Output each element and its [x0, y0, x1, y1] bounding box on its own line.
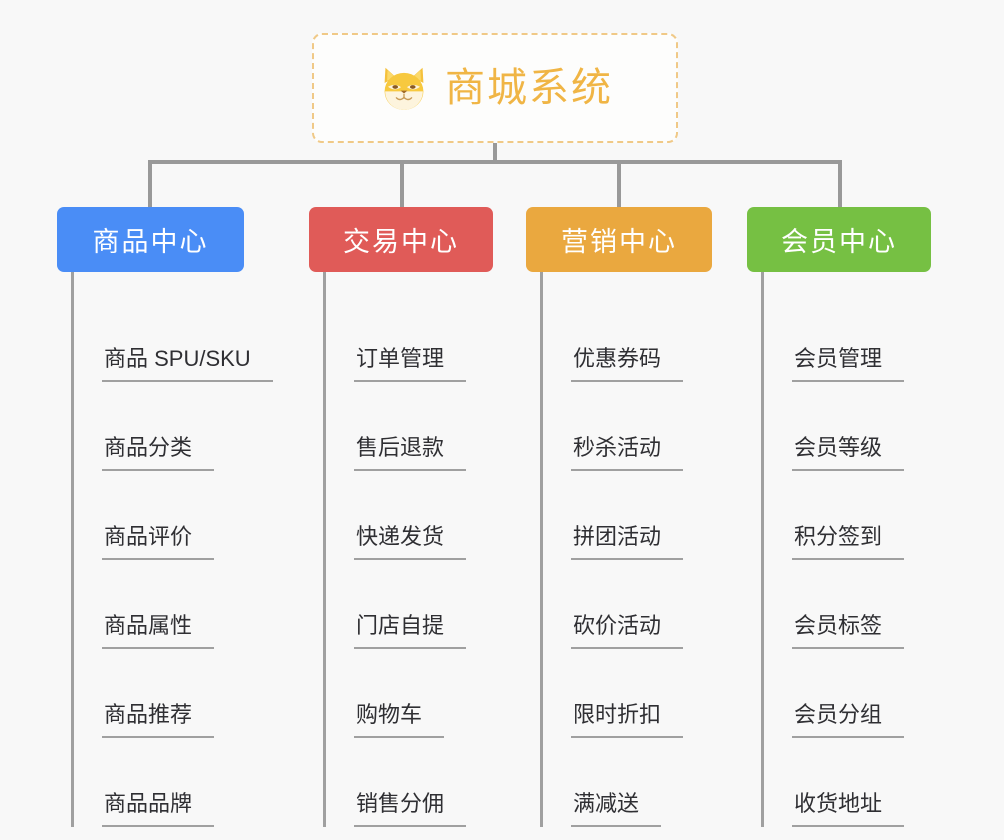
leaf-label: 限时折扣	[571, 700, 684, 738]
category-label-1: 商品中心	[92, 227, 209, 257]
connector-drop-1	[148, 160, 152, 207]
category-header-4[interactable]: 会员中心	[747, 207, 931, 272]
leaf-label: 商品品牌	[102, 789, 215, 827]
shiba-dog-face-icon	[384, 67, 424, 110]
leaf-label: 商品推荐	[102, 700, 215, 738]
leaf-label: 订单管理	[354, 344, 467, 382]
leaf-item[interactable]: 商品推荐	[74, 649, 244, 738]
branch-trunk-1: 商品 SPU/SKU 商品分类 商品评价 商品属性 商品推荐 商品品牌	[71, 272, 273, 827]
connector-drop-2	[400, 160, 404, 207]
leaf-item[interactable]: 门店自提	[326, 560, 493, 649]
leaf-item[interactable]: 商品属性	[74, 560, 244, 649]
leaf-label: 商品属性	[102, 611, 215, 649]
leaf-item[interactable]: 限时折扣	[543, 649, 712, 738]
leaf-item[interactable]: 商品品牌	[74, 738, 244, 827]
leaf-item[interactable]: 砍价活动	[543, 560, 712, 649]
leaf-item[interactable]: 会员标签	[764, 560, 931, 649]
category-label-2: 交易中心	[343, 227, 459, 257]
leaf-item[interactable]: 积分签到	[764, 471, 931, 560]
leaf-label: 购物车	[354, 700, 445, 738]
root-title: 商城系统	[445, 66, 613, 110]
leaf-item[interactable]: 销售分佣	[326, 738, 493, 827]
leaf-label: 门店自提	[354, 611, 467, 649]
branch-column-4: 会员中心 会员管理 会员等级 积分签到 会员标签 会员分组 收货地址	[747, 207, 931, 827]
leaf-label: 秒杀活动	[571, 433, 684, 471]
connector-bus-bar	[148, 160, 842, 164]
branch-column-2: 交易中心 订单管理 售后退款 快递发货 门店自提 购物车 销售分佣	[309, 207, 493, 827]
leaf-label: 商品分类	[102, 433, 215, 471]
connector-drop-3	[617, 160, 621, 207]
branch-trunk-3: 优惠券码 秒杀活动 拼团活动 砍价活动 限时折扣 满减送	[540, 272, 712, 827]
leaf-item[interactable]: 会员分组	[764, 649, 931, 738]
category-header-3[interactable]: 营销中心	[526, 207, 712, 272]
leaf-label: 销售分佣	[354, 789, 467, 827]
leaf-label: 会员管理	[792, 344, 905, 382]
leaf-item[interactable]: 商品评价	[74, 471, 244, 560]
leaf-item[interactable]: 优惠券码	[543, 293, 712, 382]
leaf-item[interactable]: 拼团活动	[543, 471, 712, 560]
leaf-item[interactable]: 收货地址	[764, 738, 931, 827]
leaf-label: 满减送	[571, 789, 662, 827]
leaf-label: 拼团活动	[571, 522, 684, 560]
leaf-label: 商品评价	[102, 522, 215, 560]
branch-trunk-2: 订单管理 售后退款 快递发货 门店自提 购物车 销售分佣	[323, 272, 493, 827]
category-header-2[interactable]: 交易中心	[309, 207, 493, 272]
leaf-item[interactable]: 商品 SPU/SKU	[74, 293, 273, 382]
leaf-label: 积分签到	[792, 522, 905, 560]
leaf-item[interactable]: 售后退款	[326, 382, 493, 471]
leaf-label: 快递发货	[354, 522, 467, 560]
leaf-label: 砍价活动	[571, 611, 684, 649]
category-label-4: 会员中心	[781, 227, 897, 257]
category-label-3: 营销中心	[561, 227, 677, 257]
branch-column-3: 营销中心 优惠券码 秒杀活动 拼团活动 砍价活动 限时折扣 满减送	[526, 207, 712, 827]
leaf-item[interactable]: 购物车	[326, 649, 493, 738]
category-header-1[interactable]: 商品中心	[57, 207, 244, 272]
connector-drop-4	[838, 160, 842, 207]
leaf-item[interactable]: 商品分类	[74, 382, 244, 471]
branch-column-1: 商品中心 商品 SPU/SKU 商品分类 商品评价 商品属性 商品推荐 商品品牌	[57, 207, 273, 827]
connector-root-stem	[493, 143, 497, 164]
leaf-item[interactable]: 秒杀活动	[543, 382, 712, 471]
leaf-label: 优惠券码	[571, 344, 684, 382]
leaf-label: 会员等级	[792, 433, 905, 471]
leaf-label: 会员标签	[792, 611, 905, 649]
branch-trunk-4: 会员管理 会员等级 积分签到 会员标签 会员分组 收货地址	[761, 272, 931, 827]
root-node[interactable]: 商城系统	[312, 33, 678, 143]
leaf-label: 商品 SPU/SKU	[102, 344, 273, 382]
leaf-item[interactable]: 订单管理	[326, 293, 493, 382]
leaf-item[interactable]: 会员等级	[764, 382, 931, 471]
leaf-label: 售后退款	[354, 433, 467, 471]
leaf-item[interactable]: 会员管理	[764, 293, 931, 382]
leaf-label: 会员分组	[792, 700, 905, 738]
leaf-label: 收货地址	[792, 789, 905, 827]
leaf-item[interactable]: 快递发货	[326, 471, 493, 560]
leaf-item[interactable]: 满减送	[543, 738, 712, 827]
